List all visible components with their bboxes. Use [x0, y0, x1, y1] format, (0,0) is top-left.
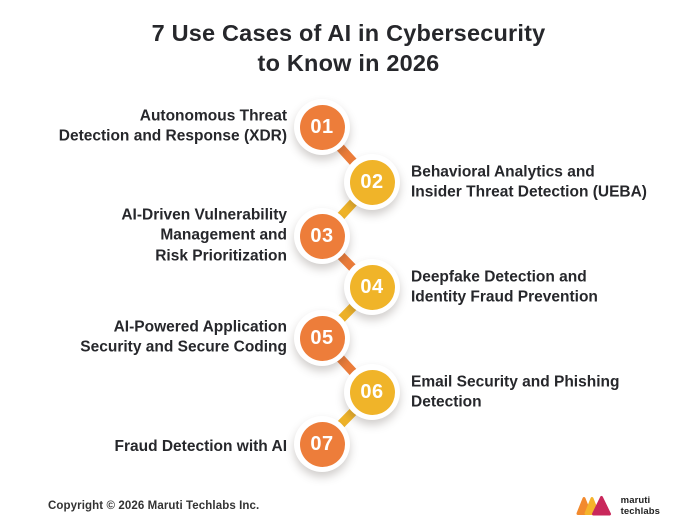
step-number-6: 06: [349, 369, 395, 415]
step-number-4: 04: [349, 264, 395, 310]
step-number-5: 05: [299, 315, 345, 361]
step-number-1: 01: [299, 104, 345, 150]
brand-logo: maruti techlabs: [576, 494, 660, 519]
step-number-7: 07: [299, 421, 345, 467]
step-circle-6: 06: [344, 364, 400, 420]
step-label-6: Email Security and Phishing Detection: [411, 373, 620, 411]
step-circle-7: 07: [294, 416, 350, 472]
step-circle-1: 01: [294, 99, 350, 155]
step-label-5: AI-Powered Application Security and Secu…: [80, 318, 287, 356]
step-label-7: Fraud Detection with AI: [114, 437, 287, 455]
step-circle-4: 04: [344, 259, 400, 315]
copyright-text: Copyright © 2026 Maruti Techlabs Inc.: [48, 500, 260, 512]
step-label-4: Deepfake Detection and Identity Fraud Pr…: [411, 268, 598, 306]
step-circle-2: 02: [344, 154, 400, 210]
step-label-2: Behavioral Analytics and Insider Threat …: [411, 163, 647, 201]
title-line-1: 7 Use Cases of AI in Cybersecurity: [151, 20, 546, 46]
brand-wordmark: maruti techlabs: [620, 495, 660, 517]
step-number-2: 02: [349, 159, 395, 205]
brand-line-2: techlabs: [620, 505, 660, 517]
step-number-3: 03: [299, 213, 345, 259]
step-circle-3: 03: [294, 208, 350, 264]
brand-line-1: maruti: [620, 495, 651, 507]
step-circle-5: 05: [294, 310, 350, 366]
step-label-3: AI-Driven Vulnerability Management and R…: [121, 206, 287, 265]
maruti-techlabs-logo-icon: [576, 496, 611, 516]
step-label-1: Autonomous Threat Detection and Response…: [58, 107, 287, 145]
title-line-2: to Know in 2026: [257, 50, 440, 77]
page-title: 7 Use Cases of AI in Cybersecurity to Kn…: [0, 18, 697, 78]
